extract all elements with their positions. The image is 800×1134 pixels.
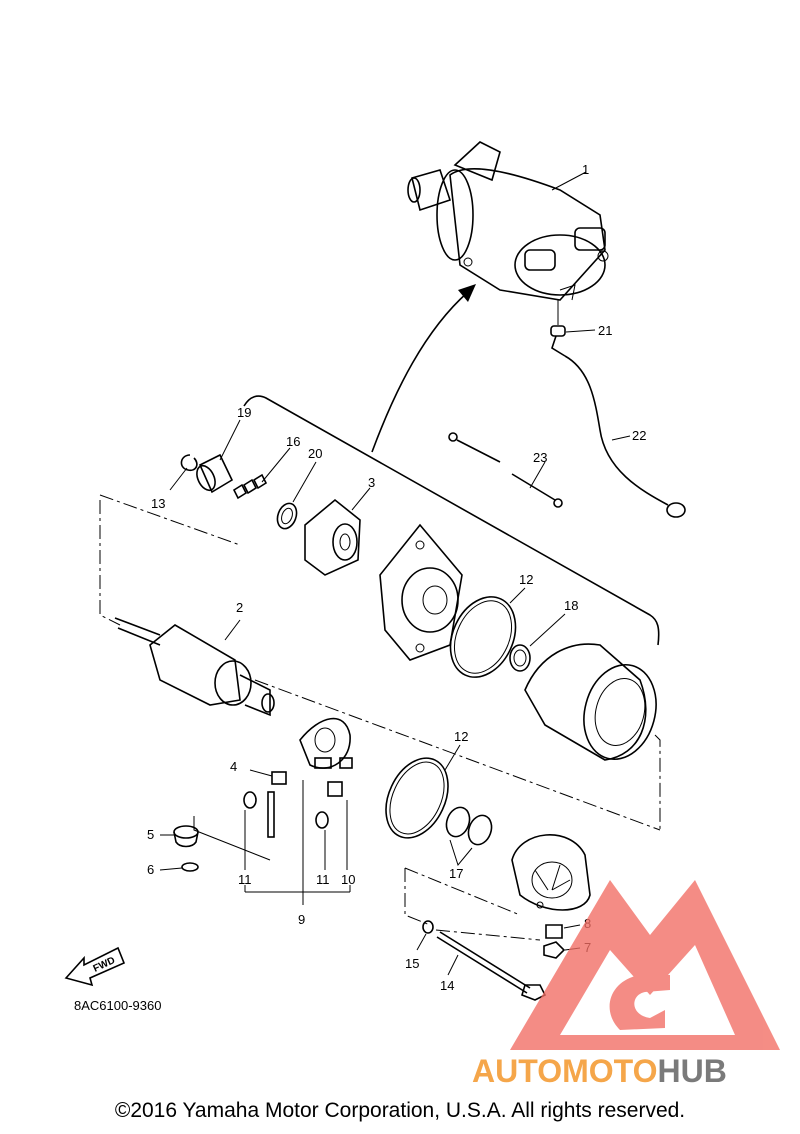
front-cover: [379, 523, 463, 661]
bushing-5: [160, 825, 199, 848]
copyright-notice: ©2016 Yamaha Motor Corporation, U.S.A. A…: [114, 1099, 686, 1122]
callout-6: 6: [147, 862, 154, 877]
callout-19: 19: [237, 405, 251, 420]
exploded-frame: [99, 494, 661, 941]
assembly-arrow: [371, 284, 476, 453]
callout-12-lower: 12: [454, 729, 468, 744]
callout-16: 16: [286, 434, 300, 449]
yoke-housing: [524, 643, 657, 761]
callout-14: 14: [440, 978, 454, 993]
washer-20: [276, 461, 317, 530]
pinion-3: [304, 487, 371, 576]
callout-3: 3: [368, 475, 375, 490]
nut-8: [545, 924, 581, 939]
washer-6: [159, 862, 199, 872]
callout-9: 9: [298, 912, 305, 927]
starter-motor-assembly: [407, 141, 609, 301]
callout-18: 18: [564, 598, 578, 613]
callout-20: 20: [308, 446, 322, 461]
callout-4: 4: [230, 759, 237, 774]
wire-parts-23: [448, 432, 563, 508]
circlip-13: [180, 454, 198, 472]
callout-2: 2: [236, 600, 243, 615]
callout-5: 5: [147, 827, 154, 842]
callout-10: 10: [341, 872, 355, 887]
lead-wire: [550, 300, 686, 518]
watermark-text-b: HUB: [657, 1053, 726, 1089]
through-bolt-14: [436, 931, 547, 1001]
armature-2: [114, 617, 275, 717]
brush-10: [327, 781, 348, 870]
brush-plate-9: [299, 717, 353, 769]
svg-text:AUTOMOTOHUB: AUTOMOTOHUB: [472, 1053, 727, 1089]
callout-13: 13: [151, 496, 165, 511]
callout-22: 22: [632, 428, 646, 443]
diagram-code: 8AC6100-9360: [74, 998, 161, 1013]
o-ring-12-upper: [449, 587, 526, 678]
fwd-arrow-icon: FWD: [64, 946, 126, 987]
callout-11-right: 11: [316, 872, 330, 887]
o-ring-18: [509, 613, 566, 672]
collar-19: [196, 419, 241, 494]
rear-cover: [511, 834, 591, 911]
callout-12-upper: 12: [519, 572, 533, 587]
watermark-logo: [510, 880, 780, 1050]
group-bracket-9: [244, 780, 351, 905]
callout-numbers: 1 2 3 4 5 6 7 8 9 10 11 11 12 12 13 14 1…: [147, 162, 646, 993]
spring-11-left: [243, 791, 275, 870]
callout-23: 23: [533, 450, 547, 465]
washers-17: [445, 806, 493, 867]
callout-11-left: 11: [238, 872, 252, 887]
watermark-text: AUTOMOTOHUB: [472, 1053, 727, 1089]
spring-11-right: [315, 811, 329, 870]
callout-21: 21: [598, 323, 612, 338]
o-ring-15: [416, 920, 434, 951]
spring-16: [232, 447, 291, 500]
o-ring-12-lower: [385, 744, 461, 839]
callout-15: 15: [405, 956, 419, 971]
watermark-text-a: AUTOMOTO: [472, 1053, 657, 1089]
callout-17: 17: [449, 866, 463, 881]
group-bracket-upper: [243, 395, 660, 646]
brush-4: [249, 769, 287, 785]
callout-1: 1: [582, 162, 589, 177]
